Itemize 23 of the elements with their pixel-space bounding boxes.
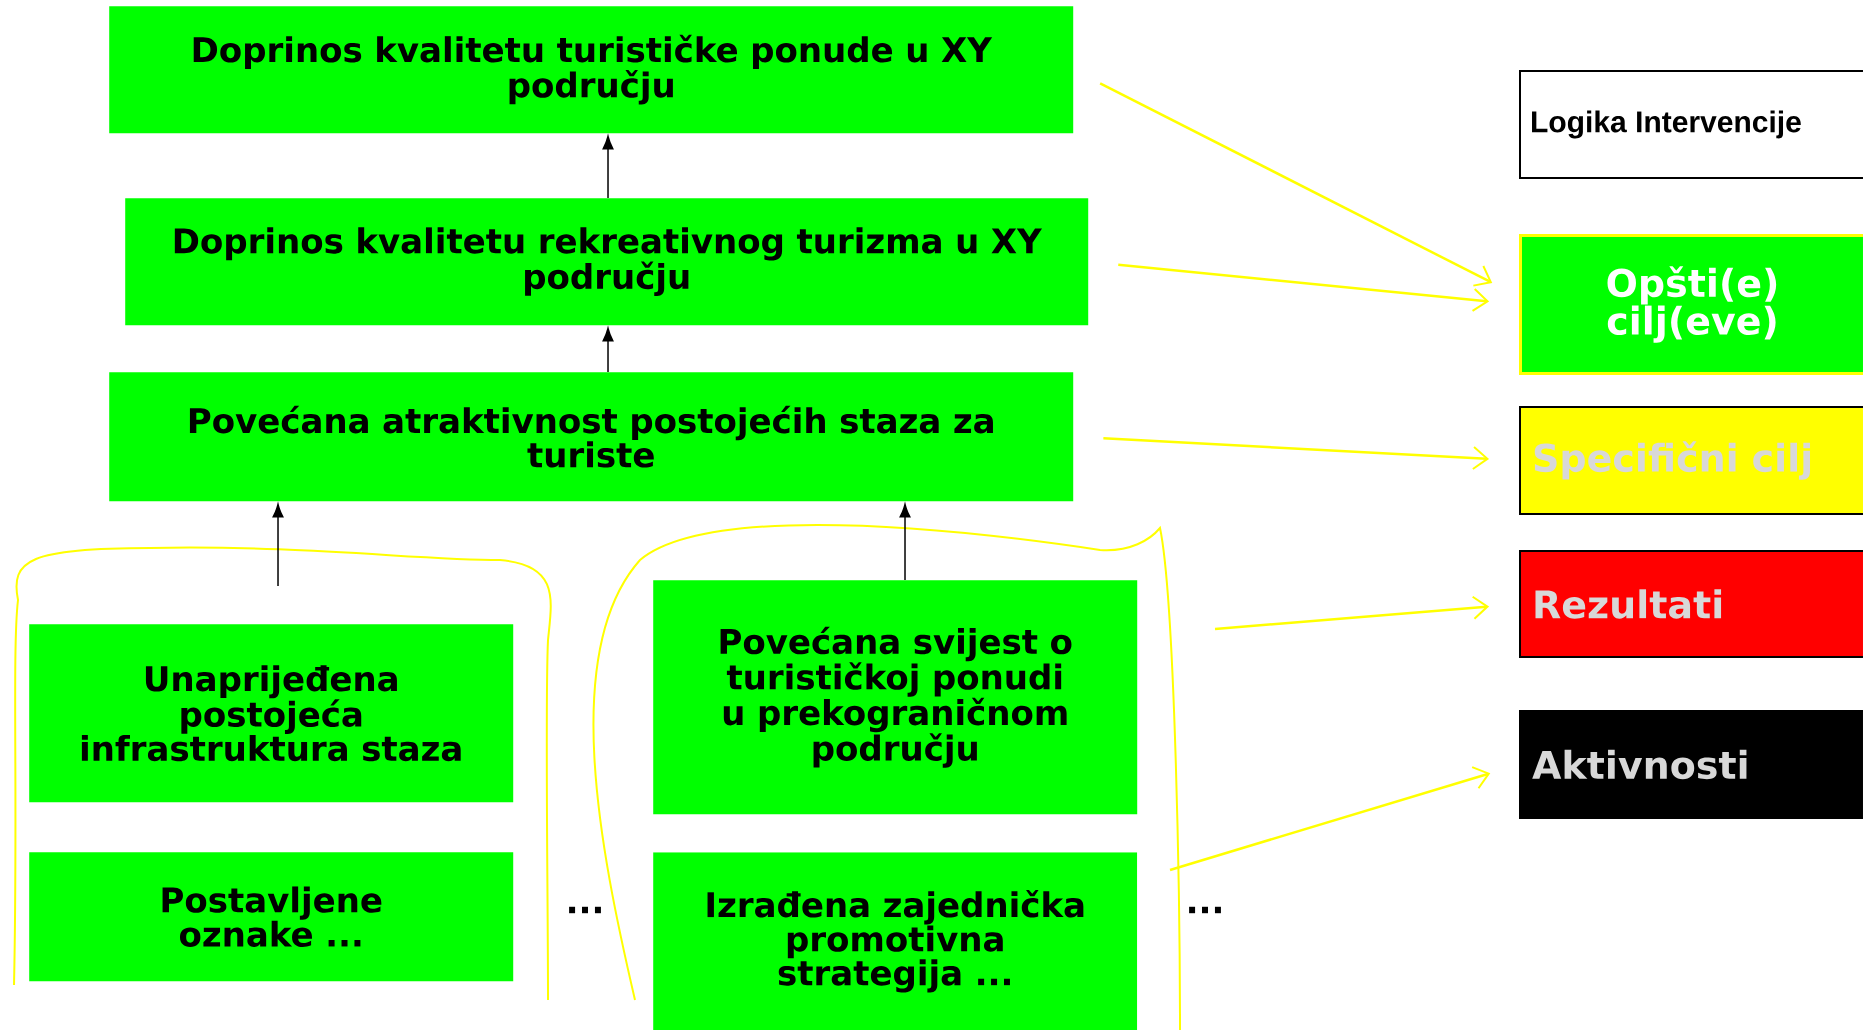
arrow — [602, 135, 614, 199]
level-box: Rezultati — [1519, 550, 1863, 658]
result-box: Unaprijeđena postojeća infrastruktura staza — [29, 624, 514, 803]
arrow — [1169, 766, 1491, 872]
arrow — [1118, 263, 1490, 312]
arrow — [1214, 595, 1490, 631]
objective-box: Povećana atraktivnost postojećih staza za turiste — [109, 372, 1074, 502]
level-box: Opšti(e) cilj(eve) — [1519, 234, 1863, 375]
level-box: Aktivnosti — [1519, 710, 1863, 819]
arrow — [272, 503, 284, 587]
goal-box: Doprinos kvalitetu rekreativnog turizma u XY području — [125, 198, 1089, 326]
ellipsis-label: ... — [569, 906, 601, 914]
result-box: Postavljene oznake ... — [29, 852, 514, 982]
ellipsis-label: ... — [1189, 906, 1221, 914]
arrow — [1099, 82, 1493, 287]
goal-box: Doprinos kvalitetu turističke ponude u XY području — [109, 6, 1074, 134]
header-box: Logika Intervencije — [1519, 70, 1863, 179]
level-box: Specifični cilj — [1519, 406, 1863, 515]
result-box: Povećana svijest o turističkoj ponudi u prekograničnom području — [653, 580, 1138, 815]
arrow — [1103, 437, 1490, 471]
arrow — [899, 503, 911, 581]
result-box: Izrađena zajednička promotivna strategija ... — [653, 852, 1138, 1030]
arrow — [602, 327, 614, 373]
